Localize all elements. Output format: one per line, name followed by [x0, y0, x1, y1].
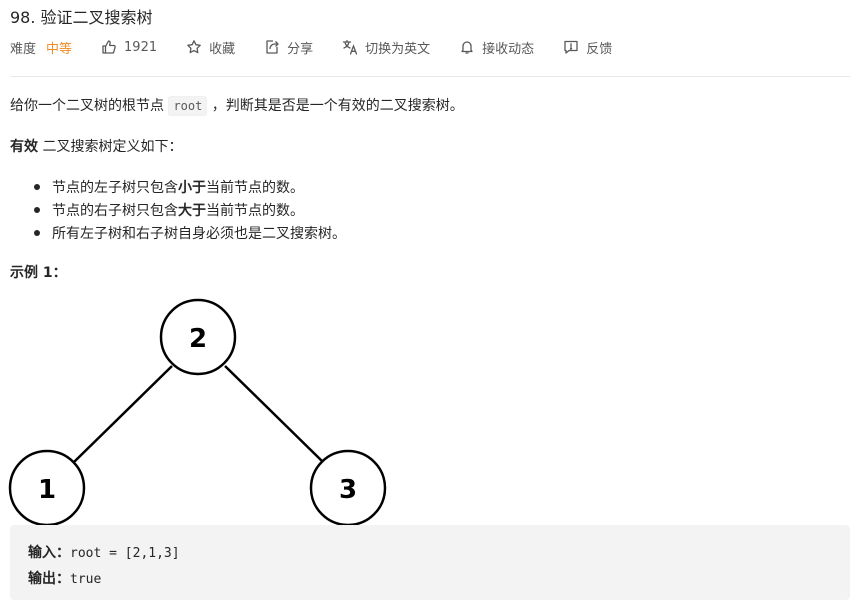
description-text: 给你一个二叉树的根节点	[10, 98, 169, 114]
problem-meta-bar: 难度 中等 1921 收藏 分享	[10, 36, 612, 58]
list-item: 节点的左子树只包含 小于 当前节点的数。	[34, 175, 346, 198]
bullet-dot	[34, 206, 40, 213]
share-icon	[263, 38, 281, 56]
input-label: 输入：	[28, 545, 70, 561]
list-item-text: 当前节点的数。	[206, 179, 304, 196]
definition-list: 节点的左子树只包含 小于 当前节点的数。 节点的右子树只包含 大于 当前节点的数…	[34, 175, 346, 244]
switch-language-label: 切换为英文	[365, 41, 431, 57]
bold-less-than: 小于	[178, 179, 206, 196]
bold-valid: 有效	[10, 139, 38, 155]
feedback-label: 反馈	[586, 41, 613, 57]
like-button[interactable]: 1921	[100, 38, 157, 56]
tree-edge-right	[224, 365, 324, 463]
output-value: true	[70, 572, 102, 587]
favorite-label: 收藏	[209, 41, 236, 57]
problem-title: 98. 验证二叉搜索树	[10, 8, 153, 27]
definition-heading: 有效 二叉搜索树定义如下：	[10, 136, 182, 156]
list-item-text: 所有左子树和右子树自身必须也是二叉搜索树。	[52, 225, 346, 242]
definition-text: 二叉搜索树定义如下：	[38, 139, 183, 155]
list-item-text: 节点的左子树只包含	[52, 179, 178, 196]
example-code-block: 输入：root = [2,1,3] 输出：true	[10, 525, 850, 600]
bold-greater-than: 大于	[178, 202, 206, 219]
example-input-line: 输入：root = [2,1,3]	[28, 542, 180, 562]
favorite-button[interactable]: 收藏	[185, 38, 235, 57]
tree-node-left-label: 1	[38, 475, 56, 505]
example-output-line: 输出：true	[28, 568, 101, 588]
input-value: root = [2,1,3]	[70, 546, 180, 561]
tree-node-root-label: 2	[189, 324, 207, 354]
tree-node-right-label: 3	[339, 475, 357, 505]
notify-label: 接收动态	[482, 41, 535, 57]
bell-icon	[458, 38, 476, 56]
header-divider	[10, 76, 850, 77]
example-tree-diagram: 2 1 3	[8, 298, 387, 526]
feedback-icon	[562, 38, 580, 56]
share-label: 分享	[287, 41, 314, 57]
list-item: 节点的右子树只包含 大于 当前节点的数。	[34, 198, 346, 221]
like-count: 1921	[124, 39, 158, 55]
translate-icon	[341, 38, 359, 56]
notify-button[interactable]: 接收动态	[458, 38, 534, 57]
share-button[interactable]: 分享	[263, 38, 313, 57]
switch-language-button[interactable]: 切换为英文	[341, 38, 430, 57]
star-icon	[185, 38, 203, 56]
list-item-text: 当前节点的数。	[206, 202, 304, 219]
inline-code-root: root	[168, 96, 208, 116]
difficulty-badge: 中等	[46, 41, 73, 57]
feedback-button[interactable]: 反馈	[562, 38, 612, 57]
output-label: 输出：	[28, 571, 70, 587]
example-title: 示例 1：	[10, 265, 67, 281]
difficulty-label: 难度	[10, 41, 37, 57]
tree-edge-left	[73, 365, 173, 463]
tree-node-root	[159, 298, 237, 376]
bullet-dot	[34, 183, 40, 190]
description-paragraph: 给你一个二叉树的根节点 root ，判断其是否是一个有效的二叉搜索树。	[10, 95, 464, 116]
bullet-dot	[34, 229, 40, 236]
thumbs-up-icon	[100, 38, 118, 56]
list-item-text: 节点的右子树只包含	[52, 202, 178, 219]
list-item: 所有左子树和右子树自身必须也是二叉搜索树。	[34, 221, 346, 244]
description-text: ，判断其是否是一个有效的二叉搜索树。	[207, 98, 464, 114]
